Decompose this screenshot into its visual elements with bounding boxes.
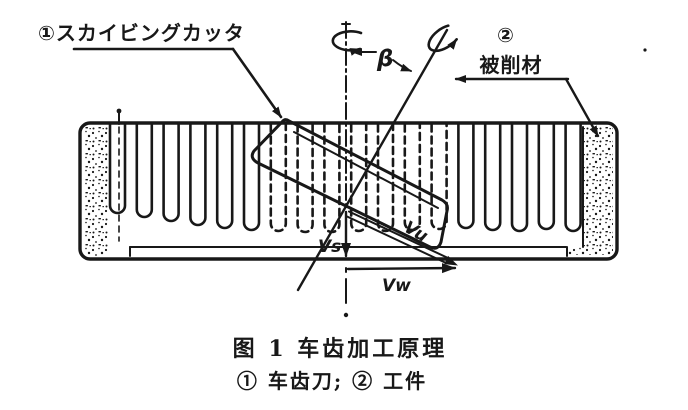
workpiece-tooth bbox=[135, 123, 154, 219]
cutter-body bbox=[250, 118, 449, 250]
workpiece-tooth bbox=[296, 123, 314, 234]
workpiece-tooth bbox=[430, 123, 448, 231]
workpiece-grain-right bbox=[567, 127, 613, 255]
callout-cutter-leader bbox=[231, 47, 283, 119]
workpiece-tooth bbox=[457, 123, 475, 230]
vw-label: Vw bbox=[382, 276, 411, 296]
workpiece-tooth bbox=[269, 123, 288, 233]
figure-caption: 图 1 车齿加工原理 ① 车齿刀; ② 工件 bbox=[233, 336, 448, 393]
workpiece-tooth bbox=[108, 123, 127, 215]
vs-label: Vs bbox=[318, 237, 341, 257]
beta-angle: β bbox=[351, 46, 412, 72]
stray-ink-dot bbox=[643, 48, 647, 52]
workpiece-tooth bbox=[483, 123, 502, 232]
workpiece-axis-end-dot bbox=[343, 312, 349, 318]
workpiece-tooth bbox=[564, 123, 582, 233]
beta-arrow-right bbox=[392, 59, 412, 72]
pin-mark-dot bbox=[116, 108, 122, 114]
workpiece-tooth bbox=[189, 123, 207, 227]
callout-workpiece-number: ② bbox=[497, 23, 515, 47]
callout-workpiece-leader bbox=[564, 77, 600, 138]
workpiece-tooth bbox=[242, 123, 261, 232]
callout-cutter: ①スカイビングカッタ bbox=[38, 21, 283, 119]
rotation-arrow-right bbox=[427, 24, 458, 53]
callout-workpiece: ② 被削材 bbox=[454, 23, 647, 138]
cutter-axis-tilted bbox=[296, 28, 449, 292]
workpiece-tooth bbox=[537, 123, 556, 231]
workpiece bbox=[78, 108, 619, 261]
vw-vector bbox=[346, 263, 457, 274]
workpiece-tooth bbox=[510, 123, 529, 233]
caption-line-1: 图 1 车齿加工原理 bbox=[233, 336, 448, 362]
vu-vector-line-2 bbox=[348, 210, 449, 259]
workpiece-tooth bbox=[403, 123, 422, 232]
vu-vector-line-1 bbox=[345, 215, 446, 264]
callout-workpiece-label: 被削材 bbox=[480, 53, 543, 77]
caption-line-2: ① 车齿刀; ② 工件 bbox=[237, 369, 427, 393]
workpiece-tooth bbox=[215, 123, 234, 230]
callout-cutter-label: ①スカイビングカッタ bbox=[38, 21, 245, 45]
axes bbox=[296, 21, 458, 318]
workpiece-outline bbox=[78, 121, 619, 261]
workpiece-grain-left bbox=[84, 127, 108, 256]
beta-label: β bbox=[376, 46, 393, 72]
rotation-arrow-left bbox=[331, 30, 363, 56]
vu-vector-arrowhead bbox=[444, 255, 458, 266]
workpiece-tooth bbox=[162, 123, 180, 223]
